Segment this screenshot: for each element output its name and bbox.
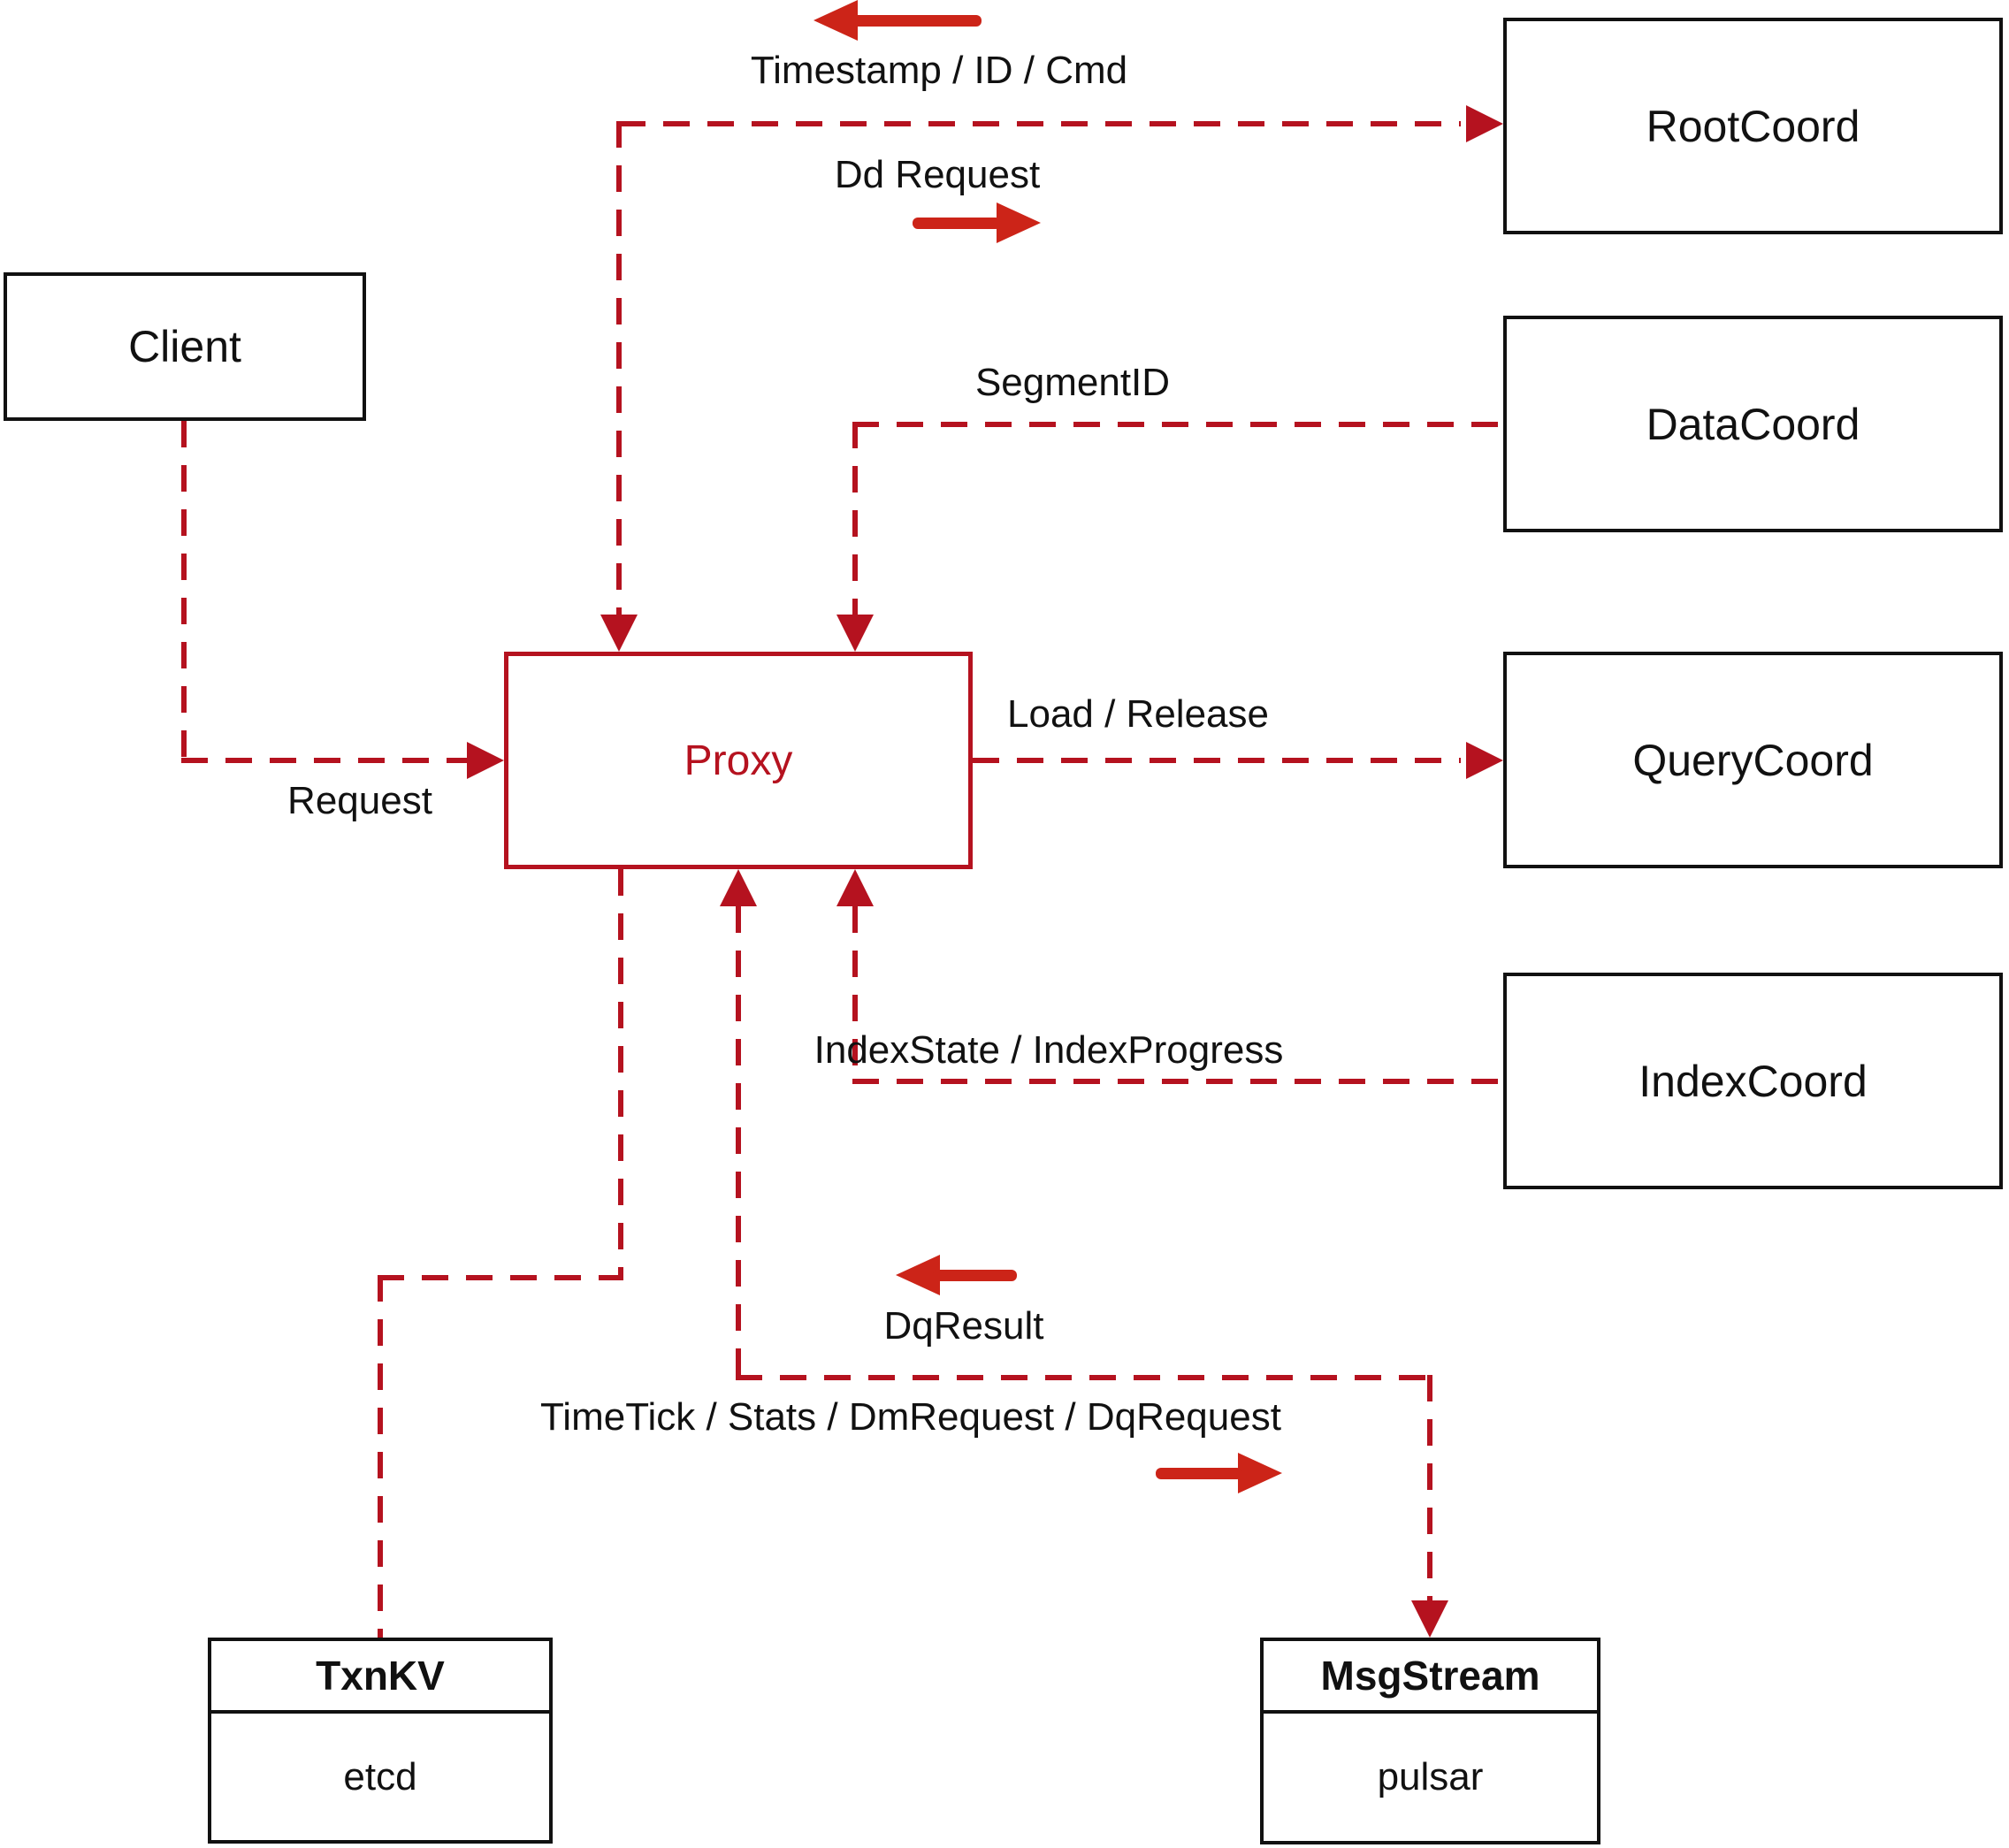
edge-label-dd-request: Dd Request — [834, 153, 1041, 196]
edge-proxy-msgstream-horizontal — [736, 1375, 1432, 1380]
edge-datacoord-proxy-vertical — [852, 422, 858, 615]
edge-indexcoord-proxy-horizontal — [852, 1079, 1503, 1084]
node-indexcoord-label: IndexCoord — [1639, 1056, 1868, 1106]
arrowhead-into-proxy-from-rootcoord-icon — [600, 615, 638, 652]
edge-proxy-txnkv-horizontal — [378, 1275, 623, 1280]
edge-proxy-rootcoord-vertical — [616, 121, 622, 615]
node-proxy: Proxy — [504, 652, 973, 869]
arrowhead-into-proxy-from-msgstream-icon — [720, 869, 757, 906]
node-msgstream: MsgStream pulsar — [1260, 1638, 1600, 1844]
edge-proxy-msgstream-vertical-upper — [736, 906, 741, 1380]
node-querycoord-label: QueryCoord — [1632, 735, 1874, 785]
edge-proxy-rootcoord-horizontal — [619, 121, 1461, 126]
edge-proxy-txnkv-vertical-upper — [618, 869, 623, 1280]
arrowhead-into-proxy-from-indexcoord-icon — [836, 869, 874, 906]
node-indexcoord: IndexCoord — [1503, 973, 2003, 1189]
arrowhead-into-msgstream-icon — [1411, 1600, 1448, 1638]
node-txnkv: TxnKV etcd — [208, 1638, 553, 1844]
node-proxy-label: Proxy — [684, 737, 793, 784]
edge-label-index-state: IndexState / IndexProgress — [814, 1028, 1284, 1072]
node-datacoord: DataCoord — [1503, 316, 2003, 532]
node-txnkv-impl: etcd — [343, 1754, 417, 1798]
edge-client-proxy-horizontal — [181, 758, 467, 763]
arrowhead-into-proxy-from-client-icon — [467, 742, 504, 779]
node-msgstream-impl: pulsar — [1377, 1755, 1484, 1798]
edge-proxy-msgstream-vertical-lower — [1427, 1375, 1432, 1600]
edge-label-timetick: TimeTick / Stats / DmRequest / DqRequest — [540, 1395, 1281, 1439]
node-msgstream-title: MsgStream — [1264, 1641, 1597, 1714]
node-client: Client — [4, 272, 366, 421]
edge-label-segment-id: SegmentID — [974, 361, 1171, 404]
node-txnkv-title: TxnKV — [211, 1641, 549, 1714]
edge-proxy-querycoord-horizontal — [973, 758, 1461, 763]
arrowhead-into-rootcoord-icon — [1466, 105, 1503, 142]
node-querycoord: QueryCoord — [1503, 652, 2003, 868]
edge-client-proxy-vertical — [181, 421, 187, 763]
edge-label-timestamp-id-cmd: Timestamp / ID / Cmd — [750, 49, 1128, 92]
node-datacoord-label: DataCoord — [1646, 399, 1860, 449]
edge-label-load-release: Load / Release — [1007, 692, 1269, 736]
arrowhead-into-proxy-from-datacoord-icon — [836, 615, 874, 652]
node-rootcoord-label: RootCoord — [1646, 101, 1860, 151]
edge-proxy-txnkv-vertical-lower — [378, 1275, 383, 1638]
node-rootcoord: RootCoord — [1503, 18, 2003, 234]
edge-label-dq-result: DqResult — [883, 1304, 1044, 1348]
node-client-label: Client — [128, 322, 241, 371]
edge-datacoord-proxy-horizontal — [852, 422, 1503, 427]
edge-indexcoord-proxy-vertical — [852, 906, 858, 1081]
arrowhead-into-querycoord-icon — [1466, 742, 1503, 779]
edge-label-request: Request — [287, 779, 432, 822]
